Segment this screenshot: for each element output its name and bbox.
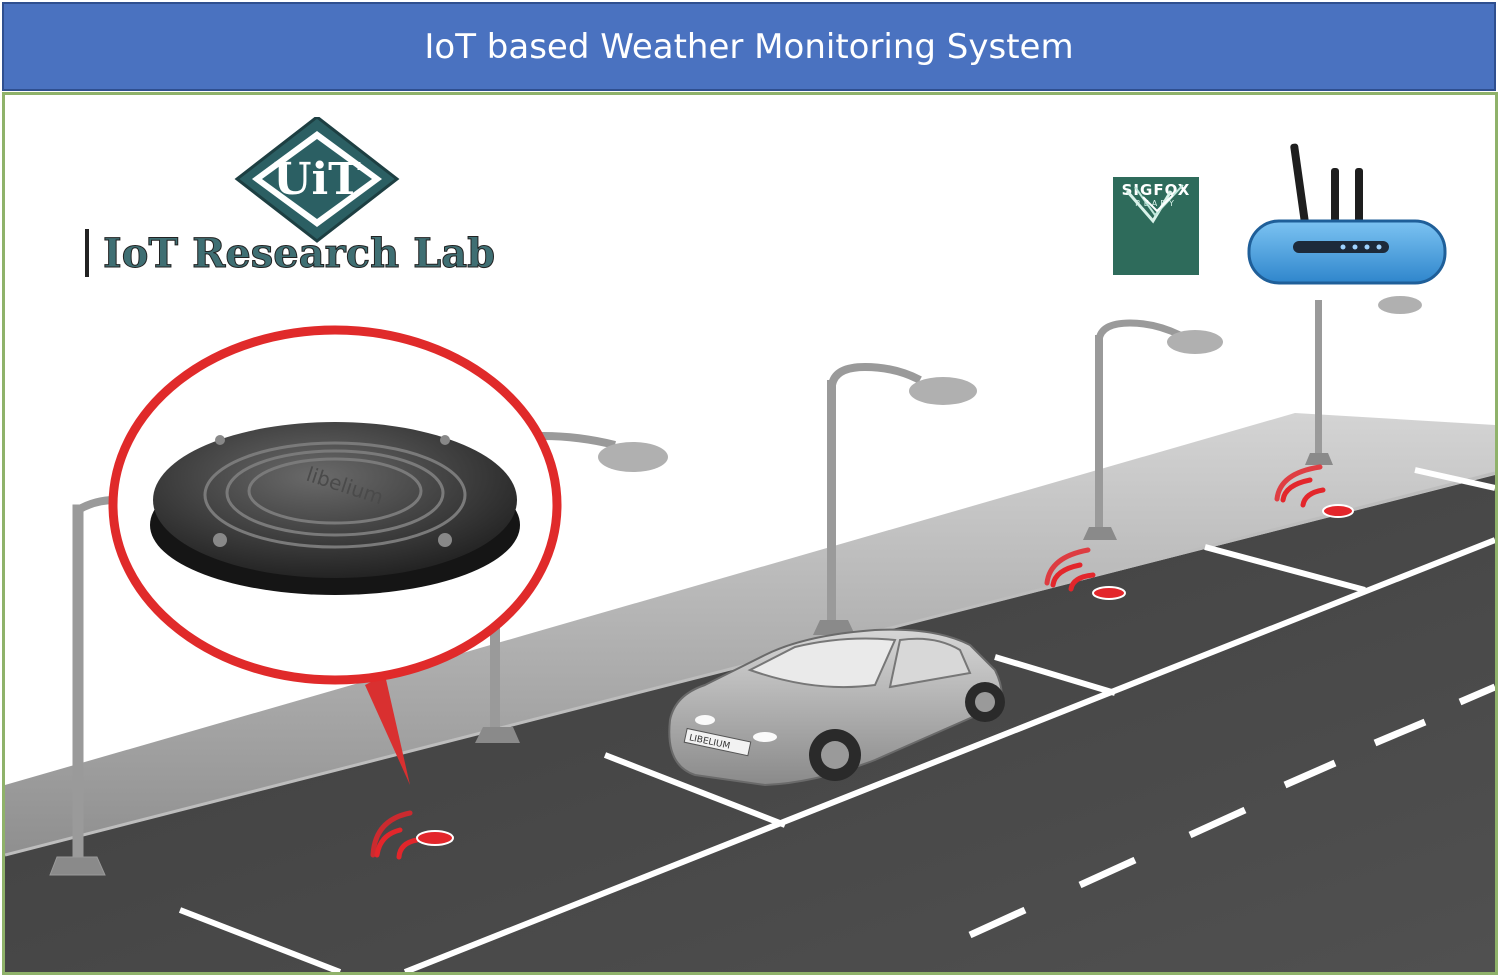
gateway-router-icon bbox=[1247, 143, 1447, 285]
sidewalk bbox=[5, 413, 1495, 855]
street-lamp-icon bbox=[1083, 319, 1223, 540]
lab-logo: UiT IoT Research Lab bbox=[85, 117, 496, 278]
scene-illustration: LIBELIUM libelium UiT IoT Research La bbox=[2, 92, 1498, 975]
lane-dashes bbox=[968, 683, 1495, 939]
sensor-callout: libelium bbox=[108, 325, 562, 785]
street-lamp-icon bbox=[813, 362, 977, 635]
wifi-signal-icon bbox=[1044, 547, 1096, 592]
sensor-icon bbox=[416, 830, 454, 846]
parking-scene: LIBELIUM libelium bbox=[5, 296, 1495, 972]
sigfox-sublabel: READY bbox=[1135, 199, 1177, 208]
parking-bay-lines bbox=[178, 467, 1495, 972]
wifi-signal-icon bbox=[1274, 464, 1326, 508]
sigfox-logo-icon bbox=[1125, 184, 1184, 224]
street-lamp-icon bbox=[1305, 296, 1422, 465]
page-title-text: IoT based Weather Monitoring System bbox=[424, 26, 1074, 67]
page-title: IoT based Weather Monitoring System bbox=[2, 2, 1496, 91]
car-icon: LIBELIUM bbox=[668, 628, 1005, 787]
wifi-signal-icon bbox=[370, 810, 420, 860]
emblem-text: UiT bbox=[273, 154, 361, 205]
lab-name: IoT Research Lab bbox=[103, 230, 495, 277]
sigfox-badge: SIGFOX READY bbox=[1113, 177, 1199, 275]
sensor-icon bbox=[1092, 586, 1126, 600]
sensor-icon bbox=[1322, 504, 1354, 518]
